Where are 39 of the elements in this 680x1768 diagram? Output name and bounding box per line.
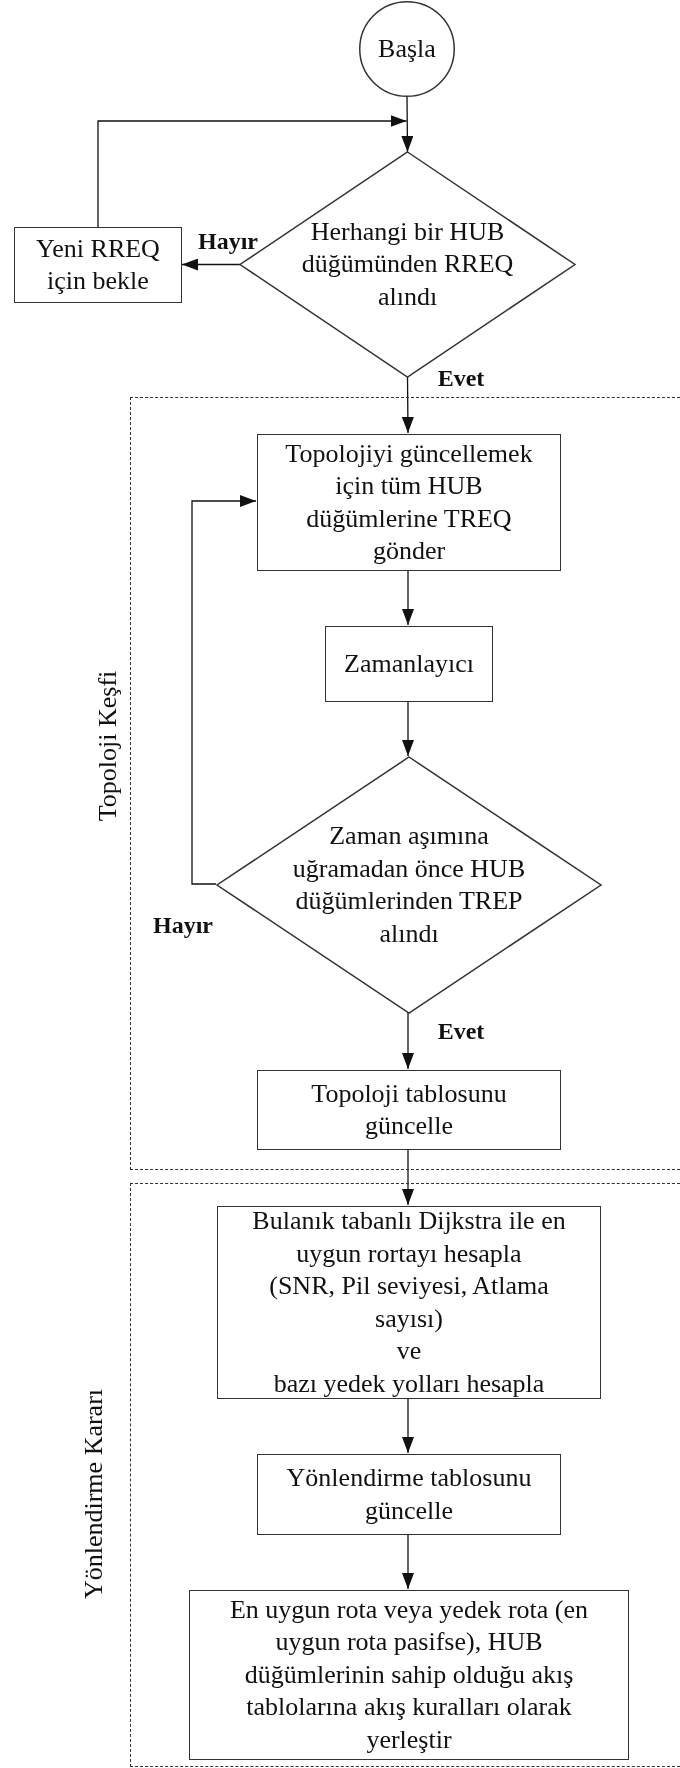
node-text: En uygun rota veya yedek rota (en uygun rota pasifse), HUB düğümlerinin sahip olduğu akış tablolarına akış kuralları olarak yerleştir <box>228 1593 590 1756</box>
arrow <box>402 1533 414 1590</box>
edge-label: Hayır <box>153 911 213 939</box>
node-text: ve <box>396 1335 422 1367</box>
node-text: Topoloji tablosunu güncelle <box>310 1077 508 1142</box>
node-text: bazı yedek yolları hesapla <box>273 1367 545 1400</box>
arrow <box>401 376 414 434</box>
node-text: Topolojiyi güncellemek için tüm HUB düğümlerine TREQ gönder <box>284 437 534 567</box>
node-text: Yönlendirme tablosunu güncelle <box>285 1462 533 1527</box>
process-box <box>257 1070 561 1150</box>
arrow <box>97 115 408 228</box>
node-text: Herhangi bir HUB düğümünden RREQ alındı <box>300 215 515 313</box>
phase-label: Topoloji Keşfi <box>91 670 123 822</box>
process-box <box>14 227 182 303</box>
node-text: (SNR, Pil seviyesi, Atlama sayısı) <box>268 1270 550 1335</box>
arrow <box>402 1148 414 1206</box>
arrow <box>402 1397 414 1454</box>
process-box <box>217 1206 601 1399</box>
node-text: Bulanık tabanlı Dijkstra ile en uygun rortayı hesapla <box>251 1205 567 1270</box>
phase-label: Yönlendirme Kararı <box>77 1388 109 1600</box>
arrow <box>402 569 414 626</box>
decision-diamond <box>217 757 601 1013</box>
arrow <box>401 96 414 153</box>
arrow <box>191 495 257 885</box>
edge-label: Evet <box>437 364 485 392</box>
arrow <box>402 700 414 757</box>
node-text: Zamanlayıcı <box>344 647 474 680</box>
process-box <box>257 1454 561 1535</box>
start-circle <box>359 1 455 97</box>
edge-label: Hayır <box>198 227 258 255</box>
process-box <box>189 1590 629 1760</box>
process-box <box>325 626 493 702</box>
arrow <box>402 1011 414 1070</box>
edge-label: Evet <box>437 1017 485 1045</box>
process-box <box>257 434 561 571</box>
arrow <box>181 258 241 271</box>
node-text: Başla <box>378 32 436 65</box>
node-text: Yeni RREQ için bekle <box>35 232 161 297</box>
node-text: Zaman aşımına uğramadan önce HUB düğümlerinden TREP alındı <box>291 820 527 950</box>
